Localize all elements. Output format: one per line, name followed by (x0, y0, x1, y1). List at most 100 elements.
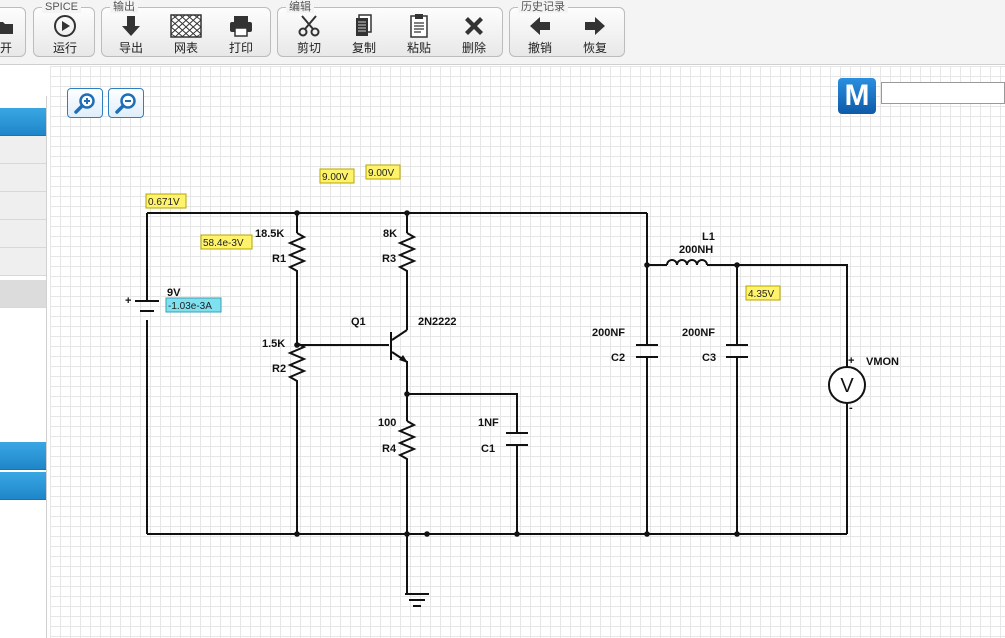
delete-button[interactable]: 删除 (451, 14, 497, 56)
probe-voltage-top-a[interactable]: 9.00V (319, 168, 355, 184)
q1-emitter-arrow (399, 355, 408, 363)
battery-9v[interactable]: + 9V (125, 287, 181, 312)
open-label: 开 (0, 41, 12, 55)
junction-dot (734, 262, 740, 268)
print-label: 打印 (228, 41, 253, 55)
panel-item-3[interactable] (0, 192, 46, 220)
probe-voltage-top-b[interactable]: 9.00V (365, 164, 401, 180)
panel-section-header-1[interactable] (0, 442, 46, 470)
probe-value: 4.35V (748, 289, 774, 300)
play-icon (54, 15, 76, 37)
app-logo: M (838, 78, 876, 114)
zoom-out-button[interactable] (108, 88, 144, 118)
inductor-l1[interactable]: L1 200NH (666, 231, 715, 266)
capacitor-c1[interactable]: 1NF C1 (478, 417, 528, 455)
paste-button[interactable]: 粘贴 (396, 14, 442, 56)
panel-item-4[interactable] (0, 220, 46, 248)
junction-dots (294, 210, 740, 537)
l1-value: 200NH (679, 244, 713, 256)
netlist-grid-icon (170, 14, 202, 38)
wire-emitter-c1 (407, 393, 518, 433)
r2-zigzag (287, 342, 307, 387)
schematic-canvas[interactable] (50, 66, 1005, 638)
panel-header[interactable] (0, 108, 46, 136)
panel-item-2[interactable] (0, 164, 46, 192)
resistor-r4[interactable]: 100 R4 (378, 417, 417, 465)
zoom-in-icon (74, 93, 95, 114)
cut-button[interactable]: 剪切 (286, 14, 332, 56)
r3-ref: R3 (382, 253, 396, 265)
c2-plates (636, 344, 658, 358)
resistor-r1[interactable]: 18.5K R1 (255, 228, 307, 277)
r4-ref: R4 (382, 443, 397, 455)
c1-value: 1NF (478, 417, 499, 429)
probe-voltage-base[interactable]: 0.671V (145, 193, 187, 209)
c1-ref: C1 (481, 443, 495, 455)
run-button[interactable]: 运行 (42, 14, 88, 56)
redo-button[interactable]: 恢复 (572, 14, 618, 56)
l1-ref: L1 (702, 231, 715, 243)
paste-label: 粘贴 (406, 41, 431, 55)
probe-current-battery[interactable]: -1.03e-3A (165, 297, 222, 313)
r1-ref: R1 (272, 253, 286, 265)
left-panel (0, 96, 47, 638)
vmon-ref: VMON (866, 356, 899, 368)
zoom-out-icon (115, 93, 136, 114)
r2-value: 1.5K (262, 338, 285, 350)
export-button[interactable]: 导出 (108, 14, 154, 56)
capacitor-c2[interactable]: 200NF C2 (592, 327, 658, 364)
spice-group-title: SPICE (42, 1, 82, 13)
undo-label: 撤销 (527, 41, 552, 55)
capacitor-c3[interactable]: 200NF C3 (682, 327, 748, 364)
junction-dot (734, 531, 740, 537)
probe-voltage-r2[interactable]: 58.4e-3V (200, 234, 253, 250)
panel-section-header-2[interactable] (0, 472, 46, 500)
printer-icon (230, 16, 252, 37)
redo-label: 恢复 (582, 41, 607, 55)
panel-item-selected[interactable] (0, 280, 46, 308)
panel-item-5[interactable] (0, 248, 46, 276)
probe-value: 9.00V (322, 172, 348, 183)
copy-label: 复制 (351, 41, 376, 55)
transistor-q1[interactable]: Q1 2N2222 (351, 316, 457, 363)
r1-value: 18.5K (255, 228, 284, 240)
c3-value: 200NF (682, 327, 715, 339)
junction-dot (294, 210, 300, 216)
edit-group-title: 编辑 (286, 1, 314, 13)
panel-item-1[interactable] (0, 136, 46, 164)
edit-group: 编辑 剪切 复制 粘贴 删除 (277, 1, 503, 57)
resistor-r3[interactable]: 8K R3 (382, 228, 417, 277)
open-button[interactable]: 开 (0, 14, 17, 56)
file-group: 开 (0, 7, 26, 57)
delete-label: 删除 (461, 41, 486, 55)
netlist-button[interactable]: 网表 (163, 14, 209, 56)
r3-zigzag (397, 232, 417, 277)
junction-dot (644, 262, 650, 268)
c3-ref: C3 (702, 352, 716, 364)
scissors-icon (298, 15, 320, 37)
junction-dot (404, 391, 410, 397)
probe-value: 0.671V (148, 197, 180, 208)
folder-open-icon (0, 22, 13, 34)
l1-coil (666, 259, 708, 266)
copy-button[interactable]: 复制 (341, 14, 387, 56)
junction-dot (424, 531, 430, 537)
probe-value: 58.4e-3V (203, 238, 244, 249)
battery-plus-sign: + (125, 295, 131, 307)
voltmeter-v-icon: V (840, 375, 854, 397)
paste-icon (410, 14, 428, 38)
probe-voltage-output[interactable]: 4.35V (745, 285, 781, 301)
undo-button[interactable]: 撤销 (517, 14, 563, 56)
zoom-in-button[interactable] (67, 88, 103, 118)
r3-value: 8K (383, 228, 397, 240)
probe-box (745, 285, 781, 301)
arrow-left-icon (530, 17, 550, 35)
resistor-r2[interactable]: 1.5K R2 (262, 338, 307, 387)
junction-dot (514, 531, 520, 537)
c2-ref: C2 (611, 352, 625, 364)
probe-box (200, 234, 253, 250)
print-button[interactable]: 打印 (218, 14, 264, 56)
voltmeter-vmon[interactable]: V + - VMON (828, 355, 899, 414)
c1-plates (506, 432, 528, 446)
